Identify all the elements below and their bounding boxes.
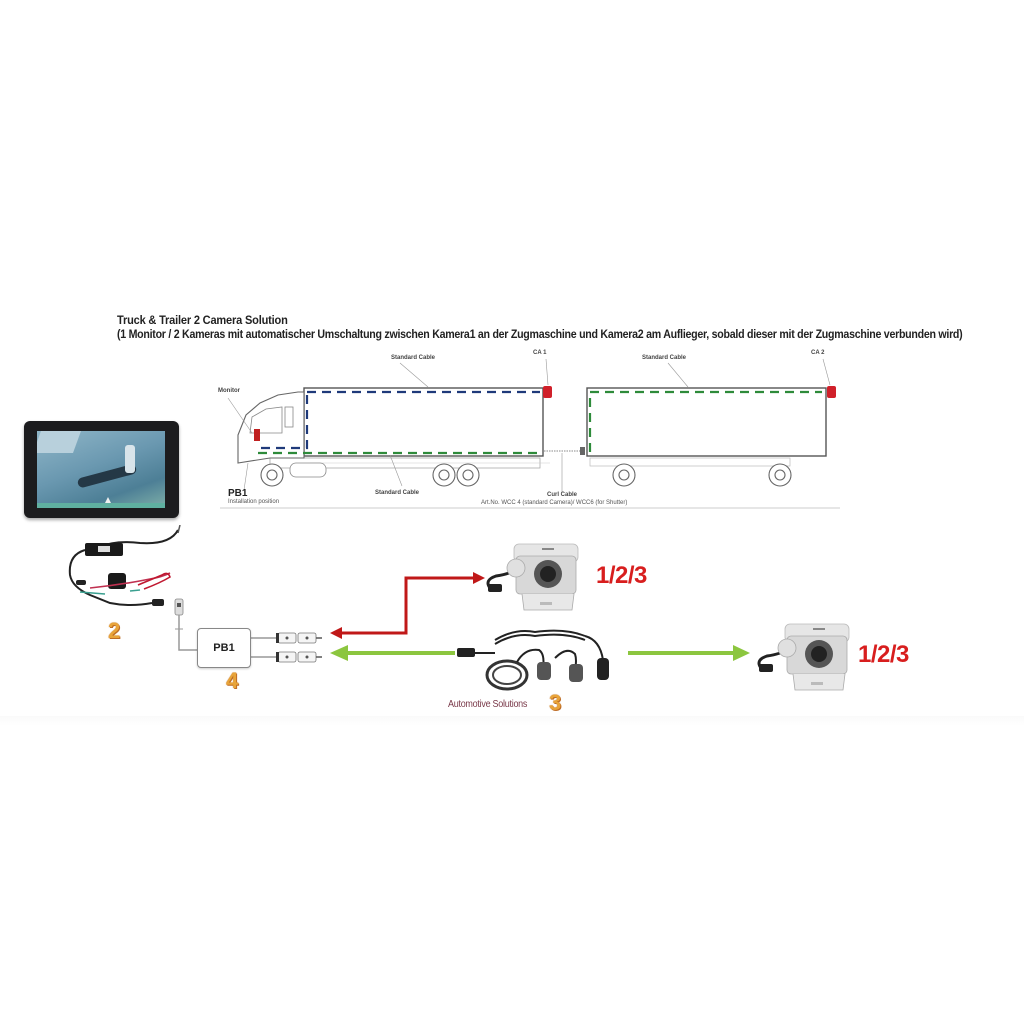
label-standard-cable-trailer: Standard Cable [642, 355, 687, 361]
pb1-wiring [174, 598, 322, 663]
divider [0, 716, 1024, 726]
diagram-subtitle: (1 Monitor / 2 Kameras mit automatischer… [117, 327, 963, 341]
label-ca1: CA 1 [533, 350, 547, 356]
pb1-box: PB1 [197, 628, 251, 668]
connection-arrows [330, 572, 750, 661]
label-standard-cable-bottom: Standard Cable [375, 490, 420, 496]
item-number-3: 3 [549, 690, 562, 715]
diagram-title: Truck & Trailer 2 Camera Solution [117, 313, 288, 327]
item-number-4: 4 [226, 668, 239, 693]
label-installation-position: Installation position [228, 499, 280, 505]
camera-icon [757, 623, 850, 691]
monitor-screen [37, 431, 165, 508]
label-standard-cable-truck: Standard Cable [391, 355, 436, 361]
label-pb1: PB1 [228, 488, 248, 499]
power-cable [68, 525, 181, 606]
brand-label: Automotive Solutions [448, 699, 528, 710]
label-curl-cable: Curl Cable [547, 492, 578, 498]
curl-cable [457, 629, 609, 691]
camera-2 [755, 620, 865, 698]
label-art-no: Art.No. WCC 4 (standard Camera)/ WCC6 (f… [481, 500, 628, 506]
camera-1-label: 1/2/3 [596, 562, 647, 589]
monitor-device [24, 421, 179, 518]
label-ca2: CA 2 [811, 350, 825, 356]
item-number-2: 2 [108, 618, 121, 643]
camera-icon [486, 543, 579, 611]
truck-trailer-diagram [220, 358, 840, 509]
camera-1 [484, 540, 594, 618]
label-monitor: Monitor [218, 388, 240, 394]
camera-2-label: 1/2/3 [858, 641, 909, 668]
